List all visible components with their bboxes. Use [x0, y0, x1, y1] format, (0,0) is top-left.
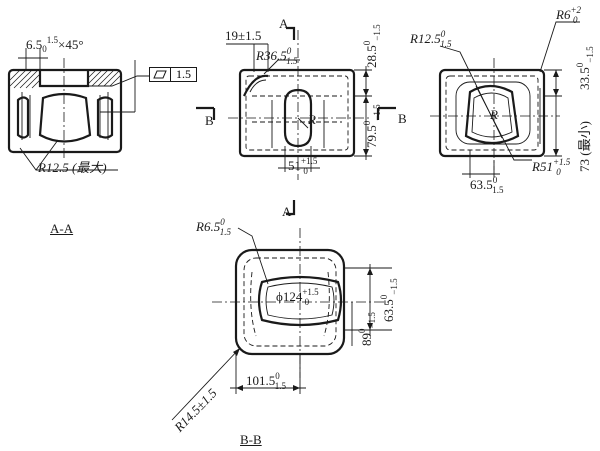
- flatness-symbol: [150, 68, 171, 81]
- side-dim-33-value: 33.5: [577, 67, 592, 90]
- bb-dim-63-lo: −1.5: [389, 278, 399, 295]
- bb-dim-89-up: 0: [357, 328, 367, 334]
- front-dim-r36-up: 0: [286, 46, 292, 56]
- front-outline: [238, 68, 356, 158]
- side-dim-r6-up: +2: [570, 5, 582, 15]
- bb-dim-63: 63.50−1.5: [379, 278, 399, 322]
- section-mark-a-bottom: [286, 200, 296, 216]
- front-dim-79-value: 79.5: [364, 125, 379, 148]
- side-r-label: R: [490, 107, 498, 122]
- front-dim-28-up: 0: [362, 40, 372, 46]
- side-dim-73: 73 (最小): [577, 121, 592, 172]
- bb-dim-phi-value: ϕ124: [276, 289, 303, 304]
- bb-dim-101-up: 0: [275, 371, 280, 381]
- side-dim-r6-value: R6: [556, 7, 571, 22]
- flatness-frame: 1.5: [149, 67, 197, 82]
- front-dim-28-value: 28.5: [364, 45, 379, 68]
- bb-dim-89: 890−1.5: [357, 312, 377, 346]
- front-view: [196, 26, 396, 216]
- bb-dim-101-value: 101.5: [246, 373, 276, 388]
- bb-obround: [257, 275, 343, 327]
- side-r6-leader: [539, 21, 580, 73]
- flatness-icon: [153, 70, 167, 79]
- section-label-a-top: A: [279, 16, 289, 31]
- side-outline: [438, 68, 546, 158]
- side-dim-r51-up: +1.5: [552, 157, 571, 167]
- side-dim-r12-value: R12.5: [410, 31, 441, 46]
- side-dim-r51-value: R51: [532, 159, 553, 174]
- side-dim-r12: R12.501.5: [410, 30, 451, 49]
- front-dim-51: 51+1.50: [288, 157, 317, 176]
- bb-dim-r6-value: R6.5: [196, 219, 221, 234]
- bb-dim-101-lo: 1.5: [274, 381, 286, 391]
- aa-walls: [21, 92, 109, 140]
- section-view-aa: [7, 48, 149, 171]
- front-dim-79-lo: −1.5: [372, 104, 382, 121]
- side-dim-33-up: 0: [575, 62, 585, 68]
- front-dim-19: 19±1.5: [225, 28, 262, 43]
- aa-right-pocket: [96, 96, 114, 139]
- aa-radius-label: R12.5 (最大): [38, 160, 107, 175]
- aa-left-pocket: [16, 96, 30, 139]
- bb-dim-63-value: 63.5: [381, 299, 396, 322]
- front-dim-79: 79.50−1.5: [362, 104, 382, 148]
- front-dim-51-up: +1.5: [301, 156, 318, 166]
- side-dim-r51-lo: 0: [556, 167, 561, 177]
- aa-outline: [7, 68, 123, 154]
- aa-chamfer-tol-lower: 0: [42, 44, 47, 54]
- side-dim-63-value: 63.5: [470, 177, 493, 192]
- front-r-label: R: [308, 112, 316, 127]
- bb-dim-r6: R6.501.5: [196, 218, 231, 237]
- side-dim-33-lo: −1.5: [585, 46, 595, 63]
- aa-view-title: A-A: [50, 221, 74, 236]
- bb-dim-101: 101.501.5: [246, 372, 286, 391]
- front-dim-r36: R36.501.5: [256, 47, 297, 66]
- section-label-a-bottom: A: [282, 204, 292, 219]
- side-dim-r12-lo: 1.5: [440, 39, 452, 49]
- bb-view-title: B-B: [240, 432, 262, 447]
- front-slot: [283, 88, 313, 148]
- front-dim-51-value: 51: [288, 158, 301, 173]
- side-view: [430, 21, 580, 178]
- side-dim-63: 63.501.5: [470, 176, 504, 195]
- front-notch: [242, 74, 269, 97]
- front-dim-28-lo: −1.5: [372, 24, 382, 41]
- bb-dim-phi-up: +1.5: [302, 287, 319, 297]
- section-view-bb: [171, 227, 392, 421]
- bb-dim-89-lo: −1.5: [367, 312, 377, 329]
- side-dim-r12-up: 0: [440, 29, 446, 39]
- bb-dim-63-up: 0: [379, 294, 389, 300]
- bb-dim-r6-up: 0: [220, 217, 225, 227]
- section-mark-a-top: [286, 26, 296, 40]
- aa-chamfer-angle: ×45°: [58, 37, 84, 52]
- aa-hatch-left: [9, 69, 41, 89]
- bb-dim-phi-lo: 0: [304, 297, 310, 307]
- section-label-b-right: B: [398, 111, 407, 126]
- bb-dim-r6-lo: 1.5: [219, 227, 231, 237]
- side-dim-r51: R51+1.50: [532, 158, 570, 177]
- bb-dim-89-value: 89: [359, 333, 374, 346]
- section-label-b-left: B: [205, 113, 214, 128]
- front-dim-51-lo: 0: [303, 166, 308, 176]
- aa-flatness-leader: [88, 75, 149, 87]
- aa-chamfer-value: 6.5: [26, 37, 43, 52]
- front-dim-r36-value: R36.5: [256, 48, 287, 63]
- aa-chamfer-tol: 1.5: [46, 35, 58, 45]
- side-dim-63-lo: 1.5: [492, 185, 504, 195]
- front-dim-r36-lo: 1.5: [286, 56, 298, 66]
- front-dim-28: 28.50−1.5: [362, 24, 382, 68]
- side-cavity: [464, 84, 520, 145]
- aa-cavity: [38, 92, 92, 143]
- side-dim-r6: R6+20: [556, 5, 582, 25]
- aa-chamfer-dimension: 6.501.5×45°: [26, 36, 84, 54]
- bb-dim-phi: ϕ124+1.50: [276, 288, 319, 307]
- aa-hatch-right: [87, 69, 122, 87]
- front-dim-79-up: 0: [362, 120, 372, 126]
- flatness-value: 1.5: [176, 67, 191, 81]
- side-dim-r6-lo: 0: [573, 15, 578, 25]
- side-dim-33: 33.50−1.5: [575, 46, 595, 90]
- side-dim-63-up: 0: [492, 175, 498, 185]
